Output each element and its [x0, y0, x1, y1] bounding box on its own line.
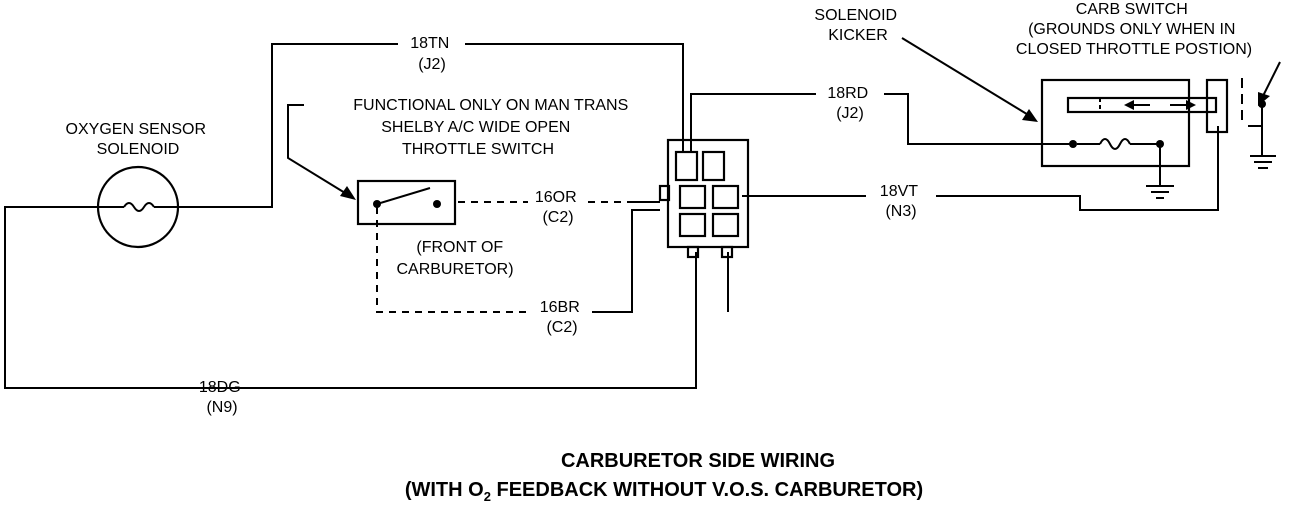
functional-note: FUNCTIONAL ONLY ON MAN TRANS SHELBY A/C …	[353, 97, 632, 158]
carb-switch-arrowhead	[1258, 92, 1270, 106]
connector	[658, 138, 750, 259]
diagram-subtitle: (WITH O2 FEEDBACK WITHOUT V.O.S. CARBURE…	[405, 479, 923, 504]
front-of-carb-label: (FRONT OF CARBURETOR)	[396, 239, 513, 278]
note-arrowhead	[340, 186, 356, 200]
solenoid-kicker-label: SOLENOID KICKER	[814, 7, 901, 44]
wire-18vt	[742, 126, 1219, 211]
wire-18rd-label: 18RD (J2)	[827, 85, 872, 122]
note-leader-line	[287, 104, 351, 197]
wire-18dg	[4, 206, 697, 389]
diagram-title: CARBURETOR SIDE WIRING	[561, 450, 835, 472]
wire-18tn	[178, 43, 684, 208]
throttle-switch	[356, 179, 457, 226]
wire-18dg-label: 18DG (N9)	[199, 379, 245, 416]
wire-16br-solid	[592, 209, 660, 313]
carb-switch	[1205, 78, 1276, 169]
carb-switch-leader-line	[1261, 61, 1281, 99]
oxygen-sensor-solenoid	[96, 165, 180, 249]
kicker-leader-line	[901, 37, 1031, 117]
solenoid-kicker-assembly	[1040, 78, 1218, 199]
wire-16br-label: 16BR (C2)	[540, 299, 584, 336]
wire-18tn-label: 18TN (J2)	[410, 35, 454, 73]
carb-switch-label: CARB SWITCH (GROUNDS ONLY WHEN IN CLOSED…	[1016, 1, 1252, 58]
wire-16br	[376, 207, 532, 313]
wire-16or-label: 16OR (C2)	[535, 189, 581, 226]
kicker-arrowhead	[1022, 109, 1038, 122]
wire-18rd	[690, 93, 1073, 152]
oxygen-sensor-label: OXYGEN SENSOR SOLENOID	[66, 121, 211, 158]
wire-18vt-label: 18VT (N3)	[880, 183, 922, 220]
